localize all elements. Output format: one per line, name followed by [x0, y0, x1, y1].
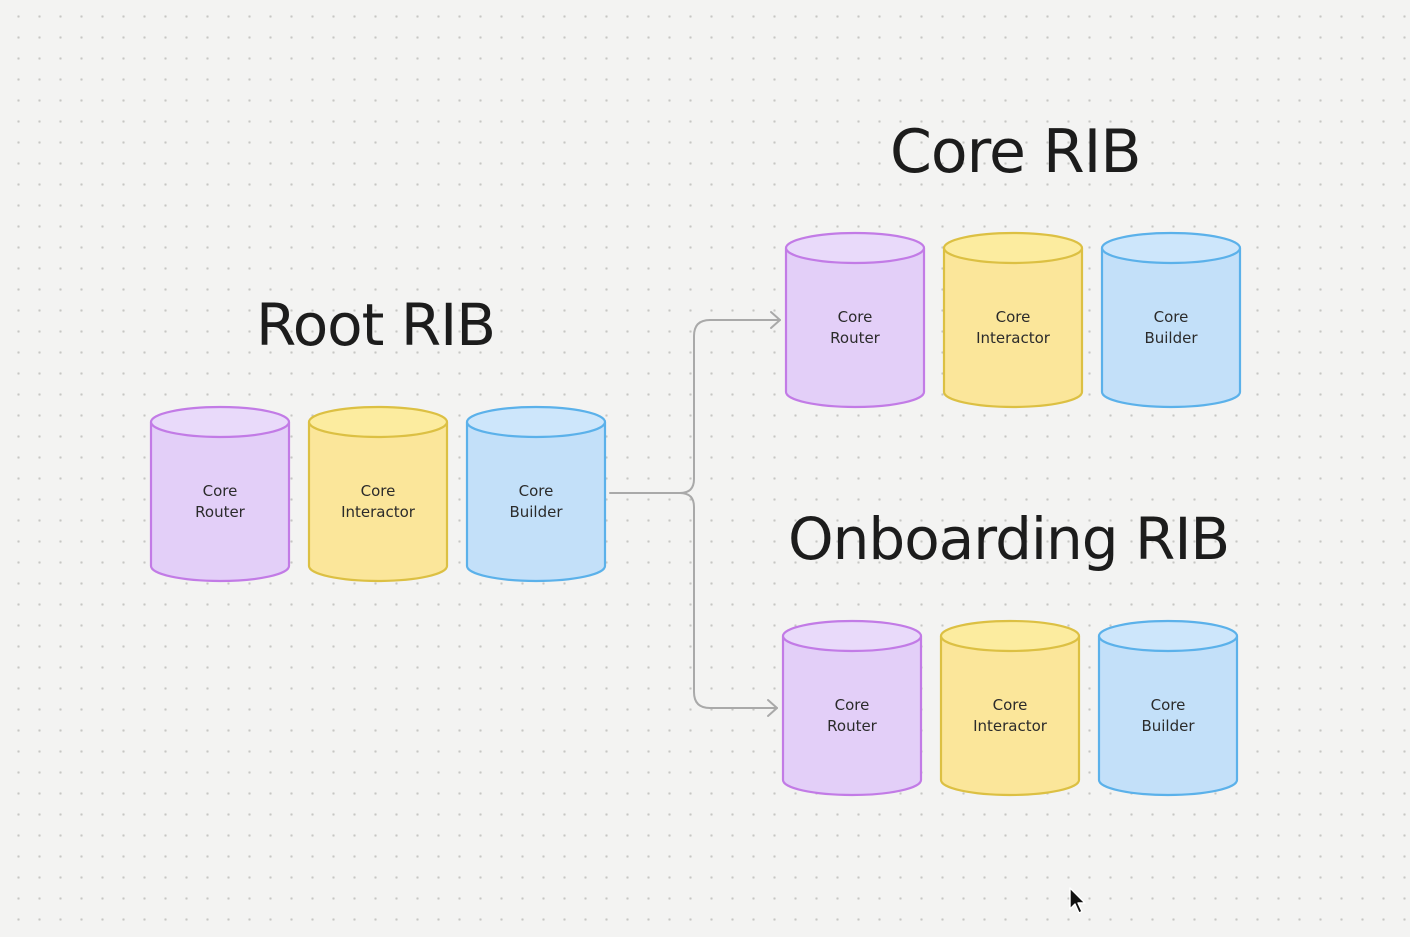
component-label: Core Interactor — [341, 482, 415, 521]
connector-to-onboarding-rib — [679, 492, 778, 709]
cylinder-shape — [781, 619, 923, 797]
component-label: Core Router — [827, 696, 877, 735]
connector-to-core-rib — [679, 319, 781, 494]
arrowhead-core-rib — [770, 311, 781, 329]
cylinder-shape — [149, 405, 291, 583]
component-core-builder[interactable]: Core Builder — [465, 405, 607, 583]
component-core-builder[interactable]: Core Builder — [1097, 619, 1239, 797]
group-title-onboarding-rib: Onboarding RIB — [788, 505, 1230, 573]
component-core-router[interactable]: Core Router — [781, 619, 923, 797]
component-core-interactor[interactable]: Core Interactor — [307, 405, 449, 583]
component-label: Core Builder — [1141, 696, 1195, 735]
cylinder-shape — [307, 405, 449, 583]
component-label: Core Router — [830, 308, 880, 347]
component-label: Core Interactor — [976, 308, 1050, 347]
mouse-pointer-icon — [1069, 887, 1086, 914]
component-core-router[interactable]: Core Router — [149, 405, 291, 583]
component-label: Core Interactor — [973, 696, 1047, 735]
component-label: Core Builder — [509, 482, 563, 521]
cylinder-shape — [1100, 231, 1242, 409]
group-title-core-rib: Core RIB — [890, 117, 1141, 187]
component-label: Core Builder — [1144, 308, 1198, 347]
cylinder-shape — [465, 405, 607, 583]
group-title-root-rib: Root RIB — [256, 291, 496, 359]
component-core-builder[interactable]: Core Builder — [1100, 231, 1242, 409]
component-core-router[interactable]: Core Router — [784, 231, 926, 409]
cylinder-shape — [939, 619, 1081, 797]
component-label: Core Router — [195, 482, 245, 521]
arrowhead-onboarding-rib — [767, 699, 778, 717]
component-core-interactor[interactable]: Core Interactor — [942, 231, 1084, 409]
component-core-interactor[interactable]: Core Interactor — [939, 619, 1081, 797]
cylinder-shape — [1097, 619, 1239, 797]
cylinder-shape — [942, 231, 1084, 409]
cylinder-shape — [784, 231, 926, 409]
